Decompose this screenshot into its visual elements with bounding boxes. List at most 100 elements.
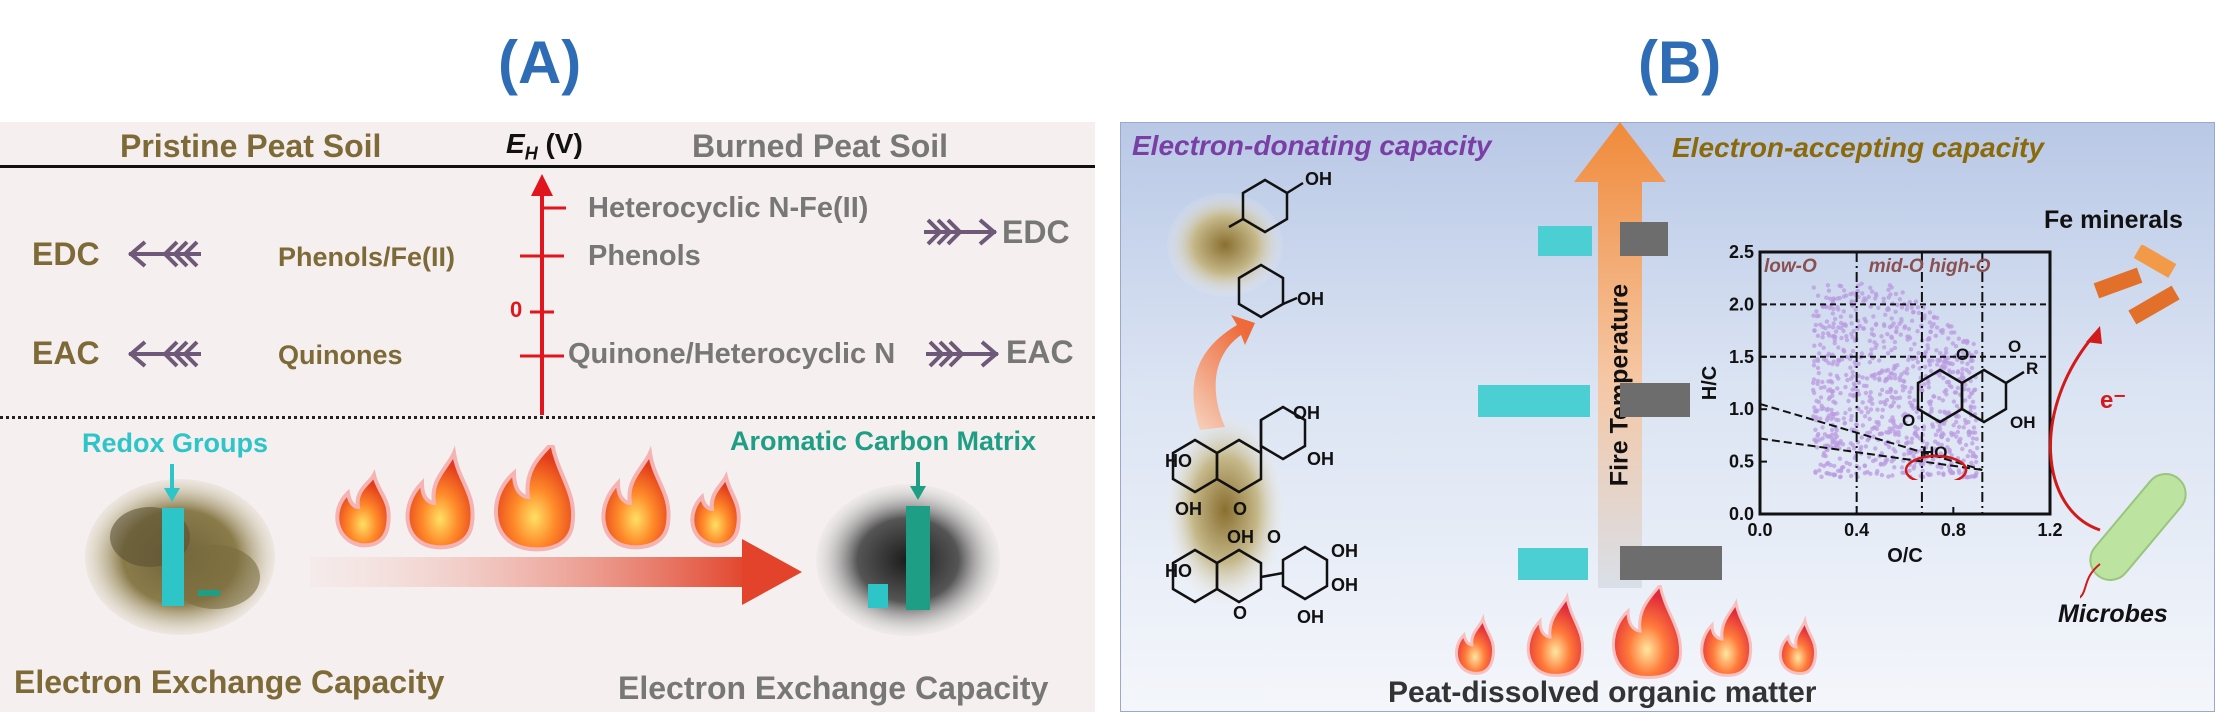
data-point <box>1879 451 1884 456</box>
data-point <box>1900 470 1905 475</box>
data-point <box>1829 407 1834 413</box>
data-point <box>1829 432 1835 437</box>
data-point <box>1850 387 1855 392</box>
data-point <box>1813 427 1818 432</box>
data-point <box>1889 459 1894 464</box>
data-point <box>1917 366 1922 371</box>
redox-bar <box>162 508 184 606</box>
data-point <box>1966 419 1971 425</box>
data-point <box>1884 377 1890 382</box>
data-point <box>1845 377 1850 383</box>
data-point <box>1846 398 1851 404</box>
data-point <box>1949 330 1954 335</box>
data-point <box>1841 465 1846 470</box>
data-point <box>1853 307 1858 312</box>
eac-right: EAC <box>1006 334 1074 370</box>
data-point <box>1832 463 1837 469</box>
data-point <box>1909 305 1914 310</box>
data-point <box>1898 332 1903 337</box>
data-point <box>1821 345 1826 350</box>
data-point <box>1891 395 1896 401</box>
eac-right-arrow-icon <box>926 340 1000 368</box>
group-phenols: Phenols <box>588 240 701 272</box>
data-point <box>1820 425 1825 430</box>
data-point <box>1951 431 1957 437</box>
aromatic-bar-small <box>198 590 220 596</box>
flame-icon <box>1526 592 1585 677</box>
data-point <box>1811 380 1816 386</box>
data-point <box>1975 445 1980 451</box>
data-point <box>1881 339 1886 344</box>
data-point <box>1868 304 1873 309</box>
y-tick-label: 1.5 <box>1729 347 1754 367</box>
data-point <box>1885 331 1890 337</box>
data-point <box>1890 473 1895 478</box>
y-tick-label: 1.0 <box>1729 399 1754 419</box>
data-point <box>1829 416 1834 422</box>
data-point <box>1841 288 1847 293</box>
data-point <box>1846 468 1851 473</box>
data-point <box>1884 397 1890 403</box>
data-point <box>1819 403 1824 408</box>
data-point <box>1867 360 1873 365</box>
data-point <box>1911 364 1916 369</box>
data-point <box>1946 355 1951 360</box>
data-point <box>1954 403 1960 409</box>
oh-label: OH <box>1331 575 1358 595</box>
data-point <box>1815 357 1820 362</box>
data-point <box>1964 367 1969 373</box>
data-point <box>1881 296 1886 301</box>
data-point <box>1859 351 1865 356</box>
data-point <box>1837 357 1842 363</box>
data-point <box>1915 305 1921 310</box>
data-point <box>1955 357 1960 362</box>
data-point <box>1933 446 1938 452</box>
data-point <box>1894 396 1900 401</box>
data-point <box>1816 351 1822 356</box>
data-point <box>1873 345 1878 350</box>
data-point <box>1954 419 1959 425</box>
data-point <box>1818 342 1823 347</box>
data-point <box>1906 326 1912 332</box>
data-point <box>1822 384 1827 390</box>
data-point <box>1826 413 1832 418</box>
data-point <box>1838 469 1844 474</box>
data-point <box>1902 411 1908 416</box>
data-point <box>1909 318 1915 323</box>
data-point <box>1893 432 1898 437</box>
data-point <box>1899 372 1904 377</box>
data-point <box>1932 394 1937 399</box>
data-point <box>1931 457 1936 462</box>
data-point <box>1814 398 1819 404</box>
data-point <box>1897 321 1902 326</box>
data-point <box>1835 362 1840 367</box>
data-point <box>1832 436 1837 441</box>
data-point <box>1832 316 1838 322</box>
oh-label: OH <box>1293 403 1320 423</box>
data-point <box>1960 367 1965 372</box>
oh-label: OH <box>1307 449 1334 469</box>
data-point <box>1960 446 1965 452</box>
data-point <box>1825 460 1831 466</box>
data-point <box>1866 454 1872 460</box>
data-point <box>1821 356 1827 362</box>
data-point <box>1893 376 1898 381</box>
data-point <box>1843 384 1848 390</box>
data-point <box>1929 409 1934 414</box>
data-point <box>1838 474 1843 479</box>
data-point <box>1943 364 1948 369</box>
y-tick-label: 0.5 <box>1729 452 1754 472</box>
data-point <box>1886 474 1891 479</box>
data-point <box>1859 435 1864 440</box>
data-point <box>1834 428 1839 433</box>
data-point <box>1841 348 1846 353</box>
data-point <box>1868 390 1873 395</box>
data-point <box>1961 458 1966 463</box>
bottom-caption: Peat-dissolved organic matter <box>1388 676 1817 709</box>
data-point <box>1900 290 1905 295</box>
data-point <box>1831 325 1836 330</box>
data-point <box>1886 295 1891 300</box>
data-point <box>1943 346 1949 352</box>
header-rule <box>0 165 1095 168</box>
data-point <box>1953 390 1959 395</box>
